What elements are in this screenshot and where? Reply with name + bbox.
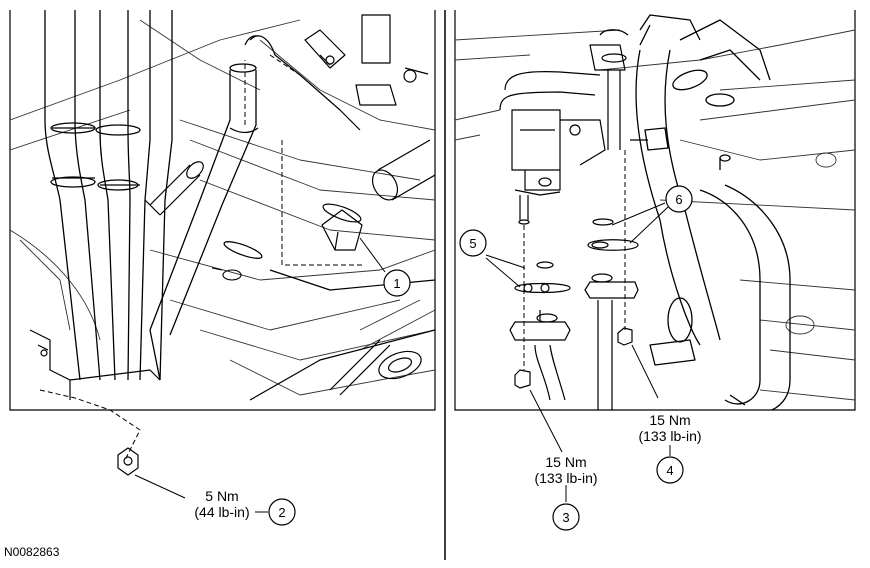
torque-label-4: 15 Nm (133 lb-in) xyxy=(620,412,720,444)
callout-5: 5 xyxy=(469,236,476,251)
callout-5-circle xyxy=(459,229,487,257)
callout-2-circle xyxy=(268,498,296,526)
callout-3-circle xyxy=(552,503,580,531)
callout-6-circle xyxy=(665,185,693,213)
left-leader-lines xyxy=(39,54,365,461)
callout-1-circle xyxy=(383,269,411,297)
torque-2-imperial: (44 lb-in) xyxy=(194,504,250,520)
left-panel-frame xyxy=(9,10,436,411)
left-solid-leaders xyxy=(134,237,386,513)
right-solid-leaders xyxy=(485,202,671,502)
torque-label-2: 5 Nm (44 lb-in) xyxy=(180,488,264,520)
right-illustration xyxy=(455,14,855,410)
bolt-icon xyxy=(117,447,139,476)
callout-4-circle xyxy=(656,456,684,484)
callout-3: 3 xyxy=(562,510,569,525)
figure-code: N0082863 xyxy=(4,545,60,559)
callout-6: 6 xyxy=(675,192,682,207)
callout-4: 4 xyxy=(666,463,673,478)
callout-2: 2 xyxy=(278,505,285,520)
torque-4-value: 15 Nm xyxy=(649,412,691,428)
callout-circles xyxy=(268,185,693,531)
torque-2-value: 5 Nm xyxy=(205,488,239,504)
torque-4-imperial: (133 lb-in) xyxy=(638,428,702,444)
left-illustration xyxy=(10,10,435,401)
callout-1: 1 xyxy=(393,276,400,291)
torque-3-value: 15 Nm xyxy=(545,454,587,470)
torque-3-imperial: (133 lb-in) xyxy=(534,470,598,486)
torque-label-3: 15 Nm (133 lb-in) xyxy=(516,454,616,486)
right-leader-lines xyxy=(523,150,626,370)
callout-numbers: 1 2 3 4 5 6 xyxy=(278,192,682,525)
right-panel-frame xyxy=(454,10,856,411)
